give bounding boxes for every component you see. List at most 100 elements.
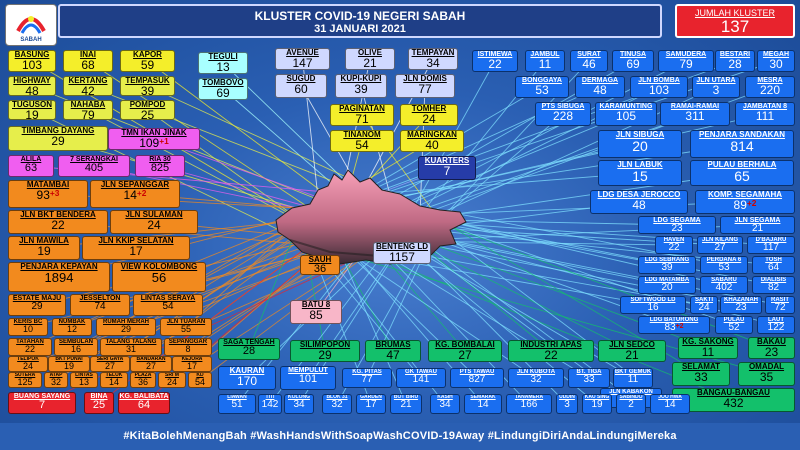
cluster-count: 23 [639, 224, 715, 233]
cluster-name: SAMUDERA [665, 51, 707, 58]
cluster-count: 405 [59, 163, 129, 174]
cluster-count: 122 [758, 323, 794, 333]
cluster-name: KARAMUNTING [599, 103, 653, 110]
cluster-name: JOO HWA [658, 394, 682, 400]
cluster-name: RIA 30 [149, 156, 171, 163]
cluster-count-value: 24 [22, 361, 33, 372]
cluster-count-value: 1157 [389, 250, 415, 264]
cluster-new-cases: +2 [746, 198, 757, 209]
cluster-count-value: 33 [583, 374, 595, 386]
cluster-count-value: 21 [363, 56, 377, 70]
cluster-count-value: 60 [294, 82, 308, 97]
connector-line [439, 113, 564, 221]
cluster-name: SABARU [711, 277, 737, 283]
cluster-count-value: 22 [488, 57, 502, 72]
cluster-name: PULAU BERHALA [707, 160, 777, 169]
cluster-count-value: 14 [477, 399, 489, 411]
cluster-count: 29 [9, 302, 65, 312]
cluster-name: PENJARA SANDAKAN [699, 130, 785, 139]
cluster-count-value: 19 [63, 361, 74, 372]
cluster-count: 74 [71, 302, 129, 312]
cluster-name: KUARTERS [424, 156, 470, 165]
cluster-count: 23 [749, 346, 794, 358]
cluster-count: 21 [599, 349, 665, 361]
connector-line [334, 239, 407, 405]
cluster-name: ALILA [20, 156, 42, 163]
cluster-name: TMN IKAN JINAK [121, 128, 187, 137]
cluster-name: LDG MATAMBA [644, 277, 690, 283]
cluster-count: 29 [97, 325, 155, 334]
total-cluster-value: 137 [720, 17, 750, 36]
cluster-count: 3 [693, 84, 739, 96]
cluster-count-value: 31 [125, 344, 136, 355]
cluster-name: BRUMAS [375, 340, 411, 349]
cluster-count-value: 311 [685, 109, 705, 124]
cluster-count-value: 25 [92, 399, 106, 412]
cluster-count: 1157 [374, 251, 430, 263]
cluster-count: 33 [569, 375, 609, 385]
cluster-count-value: 13 [216, 60, 230, 74]
cluster-name: JLN SEDCO [609, 340, 655, 349]
cluster-name: KASIH [437, 394, 453, 400]
connector-line [147, 60, 341, 206]
cluster-count: 24 [9, 362, 47, 371]
cluster-count: 125 [9, 378, 41, 387]
cluster-name: GARDEN [360, 394, 382, 400]
cluster-count-value: 8 [185, 344, 191, 355]
cluster-count: 311 [661, 110, 729, 122]
cluster-count: 77 [343, 375, 391, 385]
cluster-name: PERDANA 6 [706, 257, 742, 263]
cluster-name: TOMBOVO [202, 78, 244, 87]
cluster-count-value: 40 [425, 138, 439, 152]
cluster-count: 56 [113, 271, 205, 284]
cluster-count-value: 42 [81, 84, 95, 96]
cluster-count: 432 [673, 397, 794, 409]
cluster-name: TATAHAN [16, 339, 44, 345]
cluster-count-value: 79 [81, 108, 95, 120]
cluster-count: 21 [721, 224, 794, 233]
cluster-count: 54 [331, 139, 393, 151]
cluster-name: BESTARI [719, 51, 751, 58]
cluster-count: 64 [753, 263, 794, 273]
cluster-name: JLN KKIP SELATAN [98, 236, 174, 245]
cluster-count-value: 14 [108, 377, 119, 388]
cluster-name: KAU SING [584, 394, 610, 400]
cluster-new-cases: +3 [49, 188, 60, 199]
cluster-count-value: 15 [632, 168, 648, 185]
cluster-name: PAGINATAN [339, 104, 385, 113]
cluster-count: 1894 [9, 271, 109, 284]
cluster-name: JLN LABUK [617, 160, 663, 169]
cluster-count: 19 [9, 109, 55, 119]
cluster-count-value: 11 [701, 345, 715, 359]
cluster-count: 60 [276, 83, 326, 95]
cluster-name: ISTIMEWA [477, 51, 513, 58]
cluster-count: 34 [285, 400, 313, 410]
cluster-count-value: 59 [140, 58, 155, 72]
